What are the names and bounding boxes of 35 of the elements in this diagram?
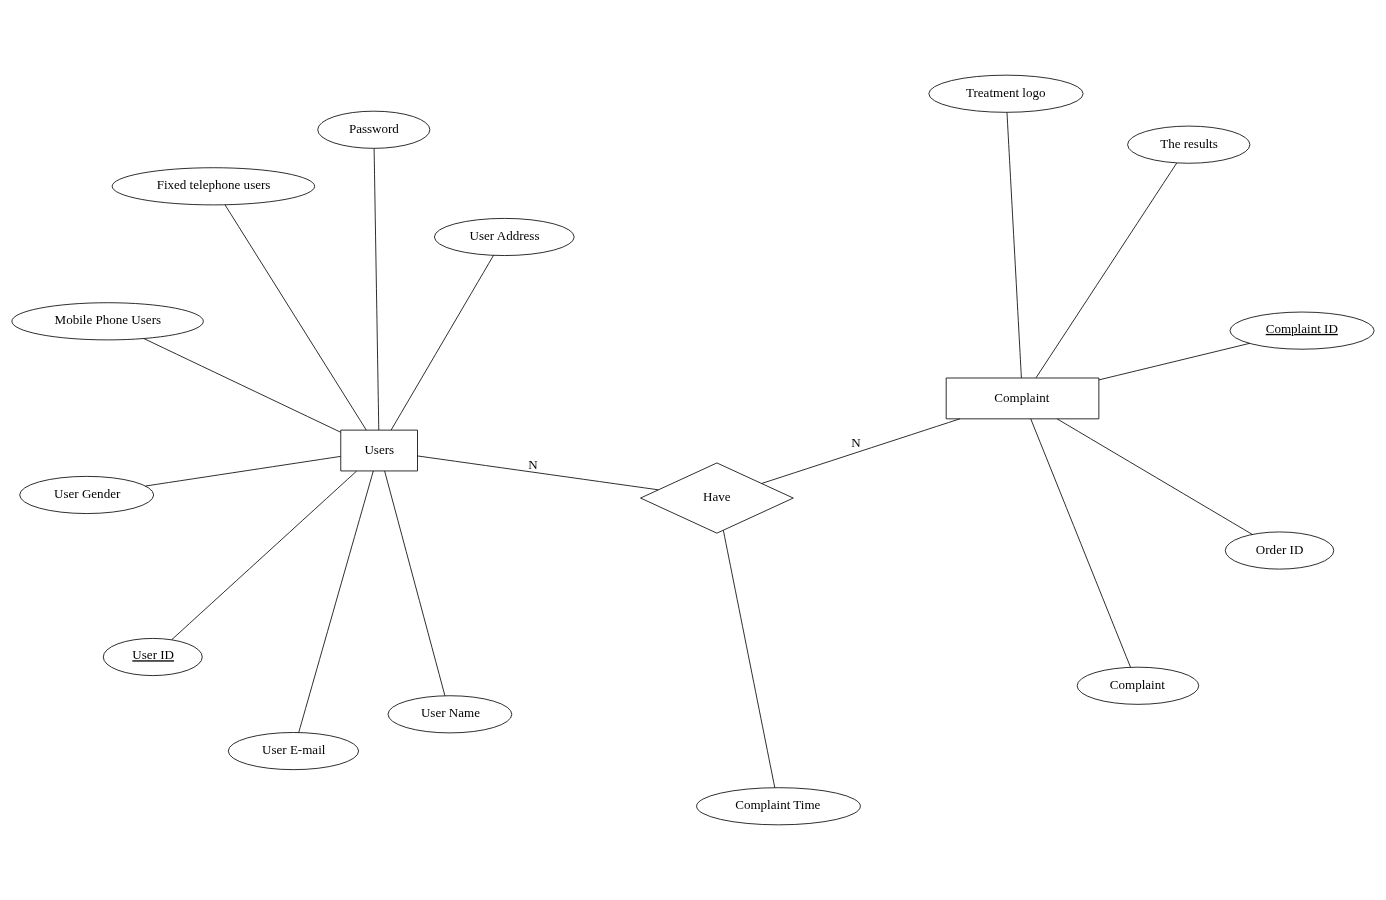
connector	[1006, 112, 1022, 379]
connector	[224, 204, 367, 431]
connector	[171, 470, 357, 641]
node-ellipse: Complaint	[1076, 666, 1200, 705]
connector	[417, 455, 659, 491]
node-ellipse: User Address	[433, 218, 575, 256]
connector	[143, 338, 341, 433]
node-box: Complaint	[945, 377, 1100, 420]
connector	[1098, 342, 1251, 381]
node-ellipse: Fixed telephone users	[111, 167, 316, 206]
connector	[145, 455, 341, 487]
connector	[761, 418, 961, 484]
connector	[390, 254, 494, 431]
node-ellipse: Complaint Time	[696, 787, 861, 826]
connector	[384, 470, 446, 697]
node-diamond: Have	[640, 462, 794, 534]
connector	[1056, 418, 1253, 535]
node-ellipse: The results	[1127, 125, 1251, 164]
edge-label: N	[528, 456, 538, 472]
connector	[298, 470, 374, 733]
node-box: Users	[340, 429, 418, 472]
connector	[722, 530, 776, 788]
connector	[373, 148, 380, 431]
node-ellipse: Treatment logo	[928, 74, 1084, 113]
node-ellipse: Password	[317, 110, 431, 149]
node-ellipse: Mobile Phone Users	[11, 302, 204, 341]
node-ellipse: Order ID	[1224, 531, 1335, 570]
edge-label: N	[851, 434, 861, 450]
connector	[1035, 162, 1178, 379]
node-ellipse: User ID	[102, 638, 203, 676]
node-ellipse: User Name	[387, 695, 513, 734]
connector	[1030, 418, 1131, 668]
node-ellipse: User Gender	[19, 475, 155, 514]
node-ellipse: Complaint ID	[1229, 311, 1375, 350]
node-ellipse: User E-mail	[227, 732, 359, 771]
